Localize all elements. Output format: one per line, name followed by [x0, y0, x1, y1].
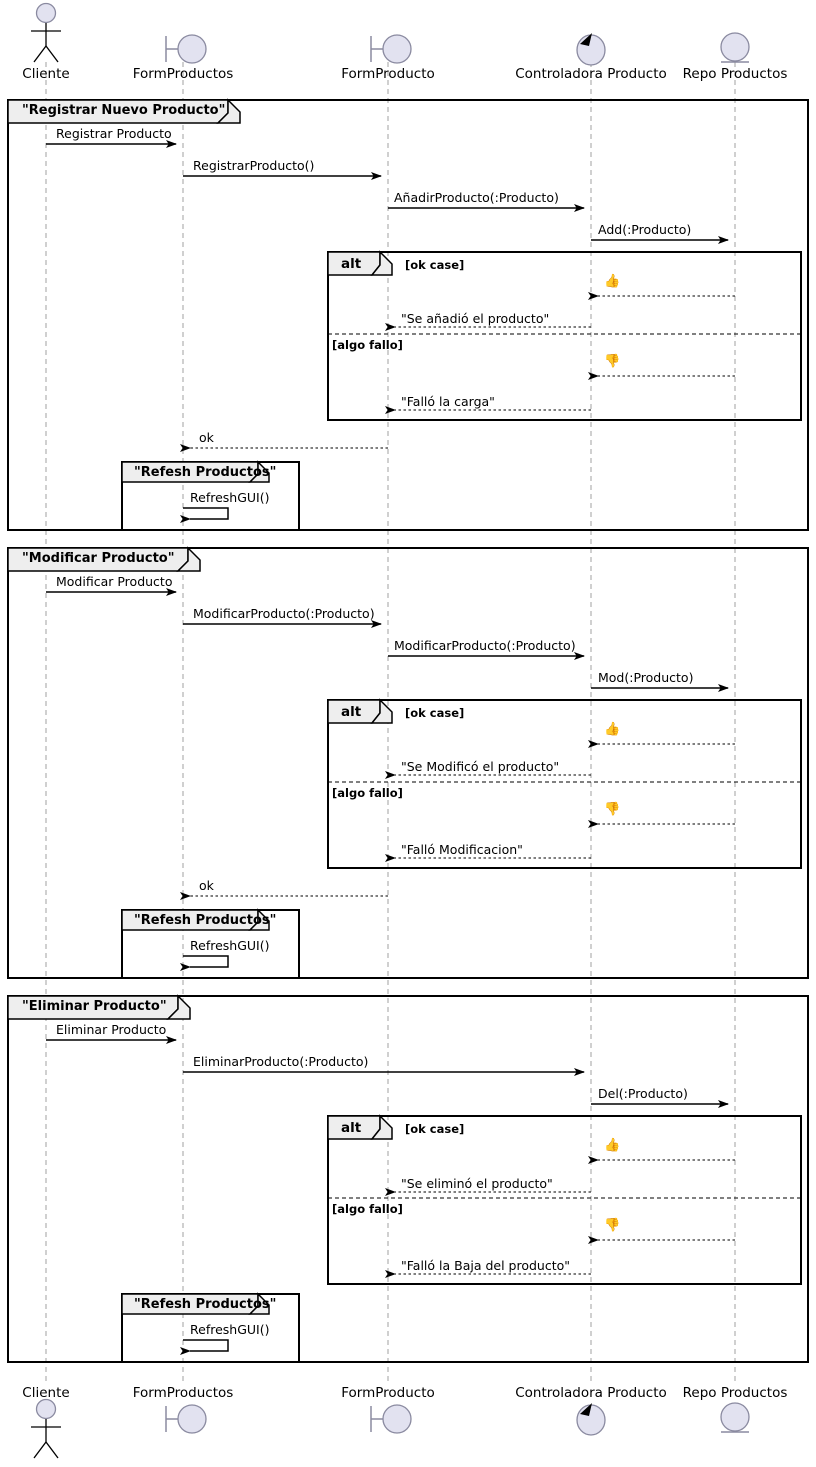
fragment-title-modificar: "Modificar Producto"	[22, 551, 175, 566]
message-label: Eliminar Producto	[56, 1022, 167, 1037]
message-label: RefreshGUI()	[190, 938, 270, 953]
actor-icon	[31, 1398, 61, 1459]
alt-keyword-label: alt	[341, 1120, 362, 1136]
participant-icons-top	[31, 2, 750, 66]
message-label: "Se eliminó el producto"	[401, 1176, 553, 1191]
ref-fragment-title: "Refesh Productos"	[134, 913, 277, 928]
message-label: ok	[199, 878, 214, 893]
message-label: EliminarProducto(:Producto)	[193, 1054, 369, 1069]
participant-label-formproducto: FormProducto	[341, 66, 435, 82]
participant-icons-bottom	[31, 1398, 750, 1459]
message-label: Add(:Producto)	[598, 222, 692, 237]
message-label: Modificar Producto	[56, 574, 173, 589]
participant-label-formproductos: FormProductos	[132, 66, 234, 82]
control-icon	[576, 33, 606, 66]
message-label: RefreshGUI()	[190, 1322, 270, 1337]
participant-label-formproducto-bottom: FormProducto	[341, 1385, 435, 1401]
participant-label-repo-productos-bottom: Repo Productos	[682, 1385, 788, 1401]
entity-icon	[720, 32, 750, 63]
participant-label-controladora-producto-bottom: Controladora Producto	[515, 1385, 667, 1401]
message-label: "Falló la carga"	[401, 394, 495, 409]
fragment-registrar-nuevo-producto	[7, 98, 809, 531]
participant-label-formproductos-bottom: FormProductos	[132, 1385, 234, 1401]
guard-label: [algo fallo]	[332, 1202, 403, 1216]
message-label: ModificarProducto(:Producto)	[193, 606, 375, 621]
participant-label-controladora-producto: Controladora Producto	[515, 66, 667, 82]
message-label: Del(:Producto)	[598, 1086, 688, 1101]
boundary-icon	[165, 1404, 207, 1434]
message-label: "Se Modificó el producto"	[401, 759, 560, 774]
guard-label: [ok case]	[405, 706, 465, 720]
message-label: RegistrarProducto()	[193, 158, 315, 173]
fragment-eliminar-producto	[7, 994, 809, 1363]
guard-label: [ok case]	[405, 1122, 465, 1136]
thumbs-up-icon: 👍	[604, 274, 621, 289]
message-label: ok	[199, 430, 214, 445]
guard-label: [algo fallo]	[332, 786, 403, 800]
entity-icon	[720, 1402, 750, 1433]
actor-icon	[31, 2, 61, 63]
thumbs-up-icon: 👍	[604, 1138, 621, 1153]
participant-label-cliente-bottom: Cliente	[22, 1385, 70, 1401]
message-label: Registrar Producto	[56, 126, 172, 141]
participant-label-repo-productos: Repo Productos	[682, 66, 788, 82]
participant-label-cliente: Cliente	[22, 66, 70, 82]
message-label: "Falló Modificacion"	[401, 842, 523, 857]
ref-fragment-title: "Refesh Productos"	[134, 465, 277, 480]
message-label: "Falló la Baja del producto"	[401, 1258, 571, 1273]
boundary-icon	[370, 34, 412, 64]
fragment-modificar-producto	[7, 546, 809, 979]
message-label: Mod(:Producto)	[598, 670, 694, 685]
message-label: RefreshGUI()	[190, 490, 270, 505]
alt-keyword-label: alt	[341, 256, 362, 272]
alt-keyword-label: alt	[341, 704, 362, 720]
fragment-title-eliminar: "Eliminar Producto"	[22, 999, 167, 1014]
boundary-icon	[370, 1404, 412, 1434]
message-label: ModificarProducto(:Producto)	[394, 638, 576, 653]
thumbs-down-icon: 👎	[604, 354, 621, 369]
guard-label: [ok case]	[405, 258, 465, 272]
fragment-title-registrar: "Registrar Nuevo Producto"	[22, 103, 226, 118]
guard-label: [algo fallo]	[332, 338, 403, 352]
boundary-icon	[165, 34, 207, 64]
control-icon	[576, 1403, 606, 1436]
message-label: AñadirProducto(:Producto)	[394, 190, 559, 205]
thumbs-down-icon: 👎	[604, 1218, 621, 1233]
ref-fragment-title: "Refesh Productos"	[134, 1297, 277, 1312]
thumbs-up-icon: 👍	[604, 722, 621, 737]
message-label: "Se añadió el producto"	[401, 311, 550, 326]
thumbs-down-icon: 👎	[604, 802, 621, 817]
